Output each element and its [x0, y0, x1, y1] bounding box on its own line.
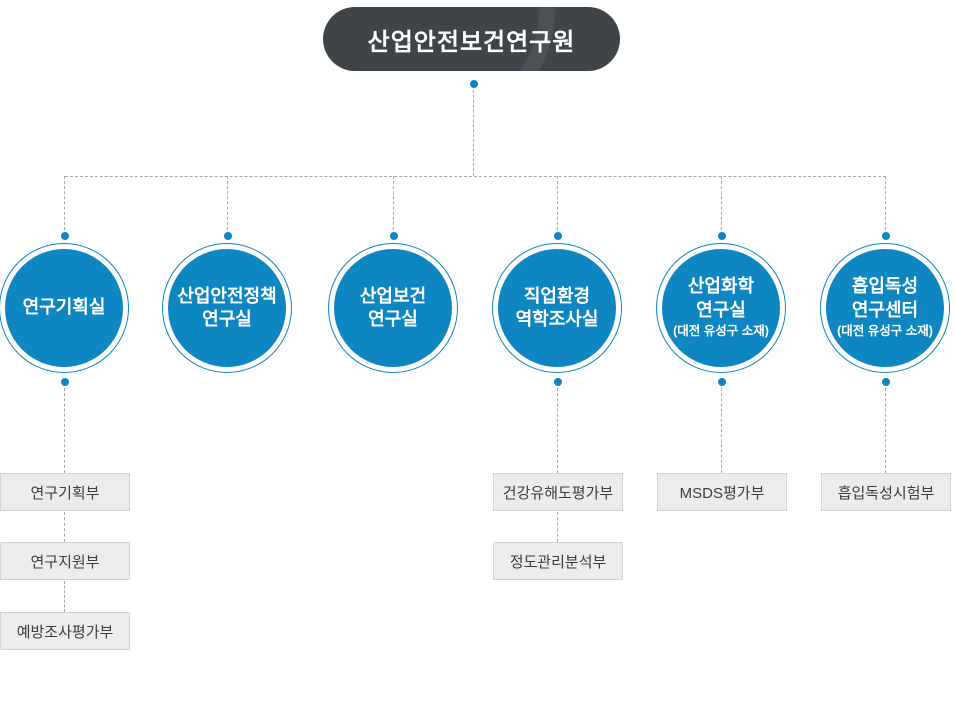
connector-dot [554, 232, 562, 240]
org-column-3: 산업보건 연구실 [328, 0, 460, 720]
connector-drop [64, 581, 65, 612]
connector-dot [882, 378, 890, 386]
dept-label-line2: 연구실 [696, 299, 746, 320]
dept-label-line1: 연구기획실 [22, 297, 106, 318]
root-node: 산업안전보건연구원 [323, 7, 620, 71]
dept-label-line1: 흡입독성 [851, 276, 919, 297]
sub-dept-box: 건강유해도평가부 [493, 473, 623, 511]
connector-drop [885, 176, 886, 230]
connector-drop [721, 176, 722, 230]
dept-label-line2: 연구실 [368, 309, 418, 329]
root-node-label: 산업안전보건연구원 [367, 28, 576, 56]
connector-drop [557, 176, 558, 230]
dept-circle-industrial-chemicals: 산업화학 연구실 (대전 유성구 소재) [656, 243, 786, 373]
org-column-1: 연구기획실 연구기획부 연구지원부 예방조사평가부 [0, 0, 131, 720]
dept-label-line2: 연구센터 [851, 299, 919, 320]
connector-drop [557, 512, 558, 542]
dept-label-line1: 산업안전정책 [177, 285, 277, 306]
connector-drop [64, 176, 65, 230]
connector-dot [718, 232, 726, 240]
dept-circle-inhalation-toxicity: 흡입독성 연구센터 (대전 유성구 소재) [820, 243, 950, 373]
dept-circle-occupational-health: 산업보건 연구실 [328, 243, 458, 373]
connector-drop [557, 388, 558, 473]
sub-dept-box: 연구지원부 [0, 542, 130, 580]
dept-circle-fill: 산업보건 연구실 [334, 249, 452, 367]
connector-drop [64, 512, 65, 542]
org-column-4: 직업환경 역학조사실 건강유해도평가부 정도관리분석부 [492, 0, 624, 720]
dept-circle-research-planning: 연구기획실 [0, 243, 129, 373]
dept-label-note: (대전 유성구 소재) [837, 324, 933, 339]
dept-label-line1: 직업환경 [523, 285, 591, 306]
dept-circle-fill: 산업안전정책 연구실 [168, 249, 286, 367]
connector-dot [61, 378, 69, 386]
connector-horizontal-bus [65, 176, 886, 177]
dept-circle-safety-policy: 산업안전정책 연구실 [162, 243, 292, 373]
dept-circle-fill: 연구기획실 [5, 249, 123, 367]
sub-dept-box: 예방조사평가부 [0, 612, 130, 650]
dept-circle-fill: 흡입독성 연구센터 (대전 유성구 소재) [826, 249, 944, 367]
connector-dot [882, 232, 890, 240]
dept-circle-fill: 직업환경 역학조사실 [498, 249, 616, 367]
connector-dot-root [470, 80, 478, 88]
connector-dot [554, 378, 562, 386]
sub-dept-box: MSDS평가부 [657, 473, 787, 511]
dept-circle-fill: 산업화학 연구실 (대전 유성구 소재) [662, 249, 780, 367]
connector-dot [61, 232, 69, 240]
connector-drop [227, 176, 228, 230]
dept-label-note: (대전 유성구 소재) [673, 324, 769, 339]
org-column-2: 산업안전정책 연구실 [162, 0, 294, 720]
org-column-5: 산업화학 연구실 (대전 유성구 소재) MSDS평가부 [656, 0, 788, 720]
sub-dept-box: 정도관리분석부 [493, 542, 623, 580]
dept-label-line2: 연구실 [202, 309, 252, 329]
sub-dept-box: 연구기획부 [0, 473, 130, 511]
connector-drop [721, 388, 722, 473]
dept-circle-work-environment: 직업환경 역학조사실 [492, 243, 622, 373]
org-column-6: 흡입독성 연구센터 (대전 유성구 소재) 흡입독성시험부 [820, 0, 952, 720]
connector-dot [224, 232, 232, 240]
connector-drop [64, 388, 65, 473]
dept-label-line1: 산업화학 [687, 276, 755, 297]
dept-label-line2: 역학조사실 [515, 309, 599, 329]
connector-dot [718, 378, 726, 386]
sub-dept-box: 흡입독성시험부 [821, 473, 951, 511]
connector-drop [393, 176, 394, 230]
connector-dot [390, 232, 398, 240]
connector-drop [885, 388, 886, 473]
dept-label-line1: 산업보건 [359, 285, 427, 306]
connector-root-vline [473, 90, 474, 176]
